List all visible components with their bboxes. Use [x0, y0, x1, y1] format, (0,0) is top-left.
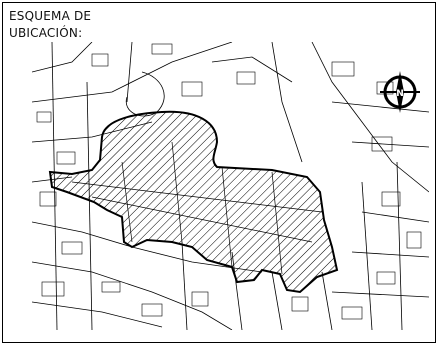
north-letter: N	[396, 89, 404, 99]
street-map	[32, 42, 429, 330]
title-line-2: UBICACIÓN:	[9, 26, 83, 40]
title-line-1: ESQUEMA DE	[9, 9, 92, 23]
schema-title: ESQUEMA DE UBICACIÓN:	[9, 8, 91, 42]
city-blocks	[36, 43, 422, 320]
north-arrow-icon: N	[380, 71, 420, 113]
project-area-streets	[71, 141, 323, 275]
project-area	[48, 110, 339, 294]
